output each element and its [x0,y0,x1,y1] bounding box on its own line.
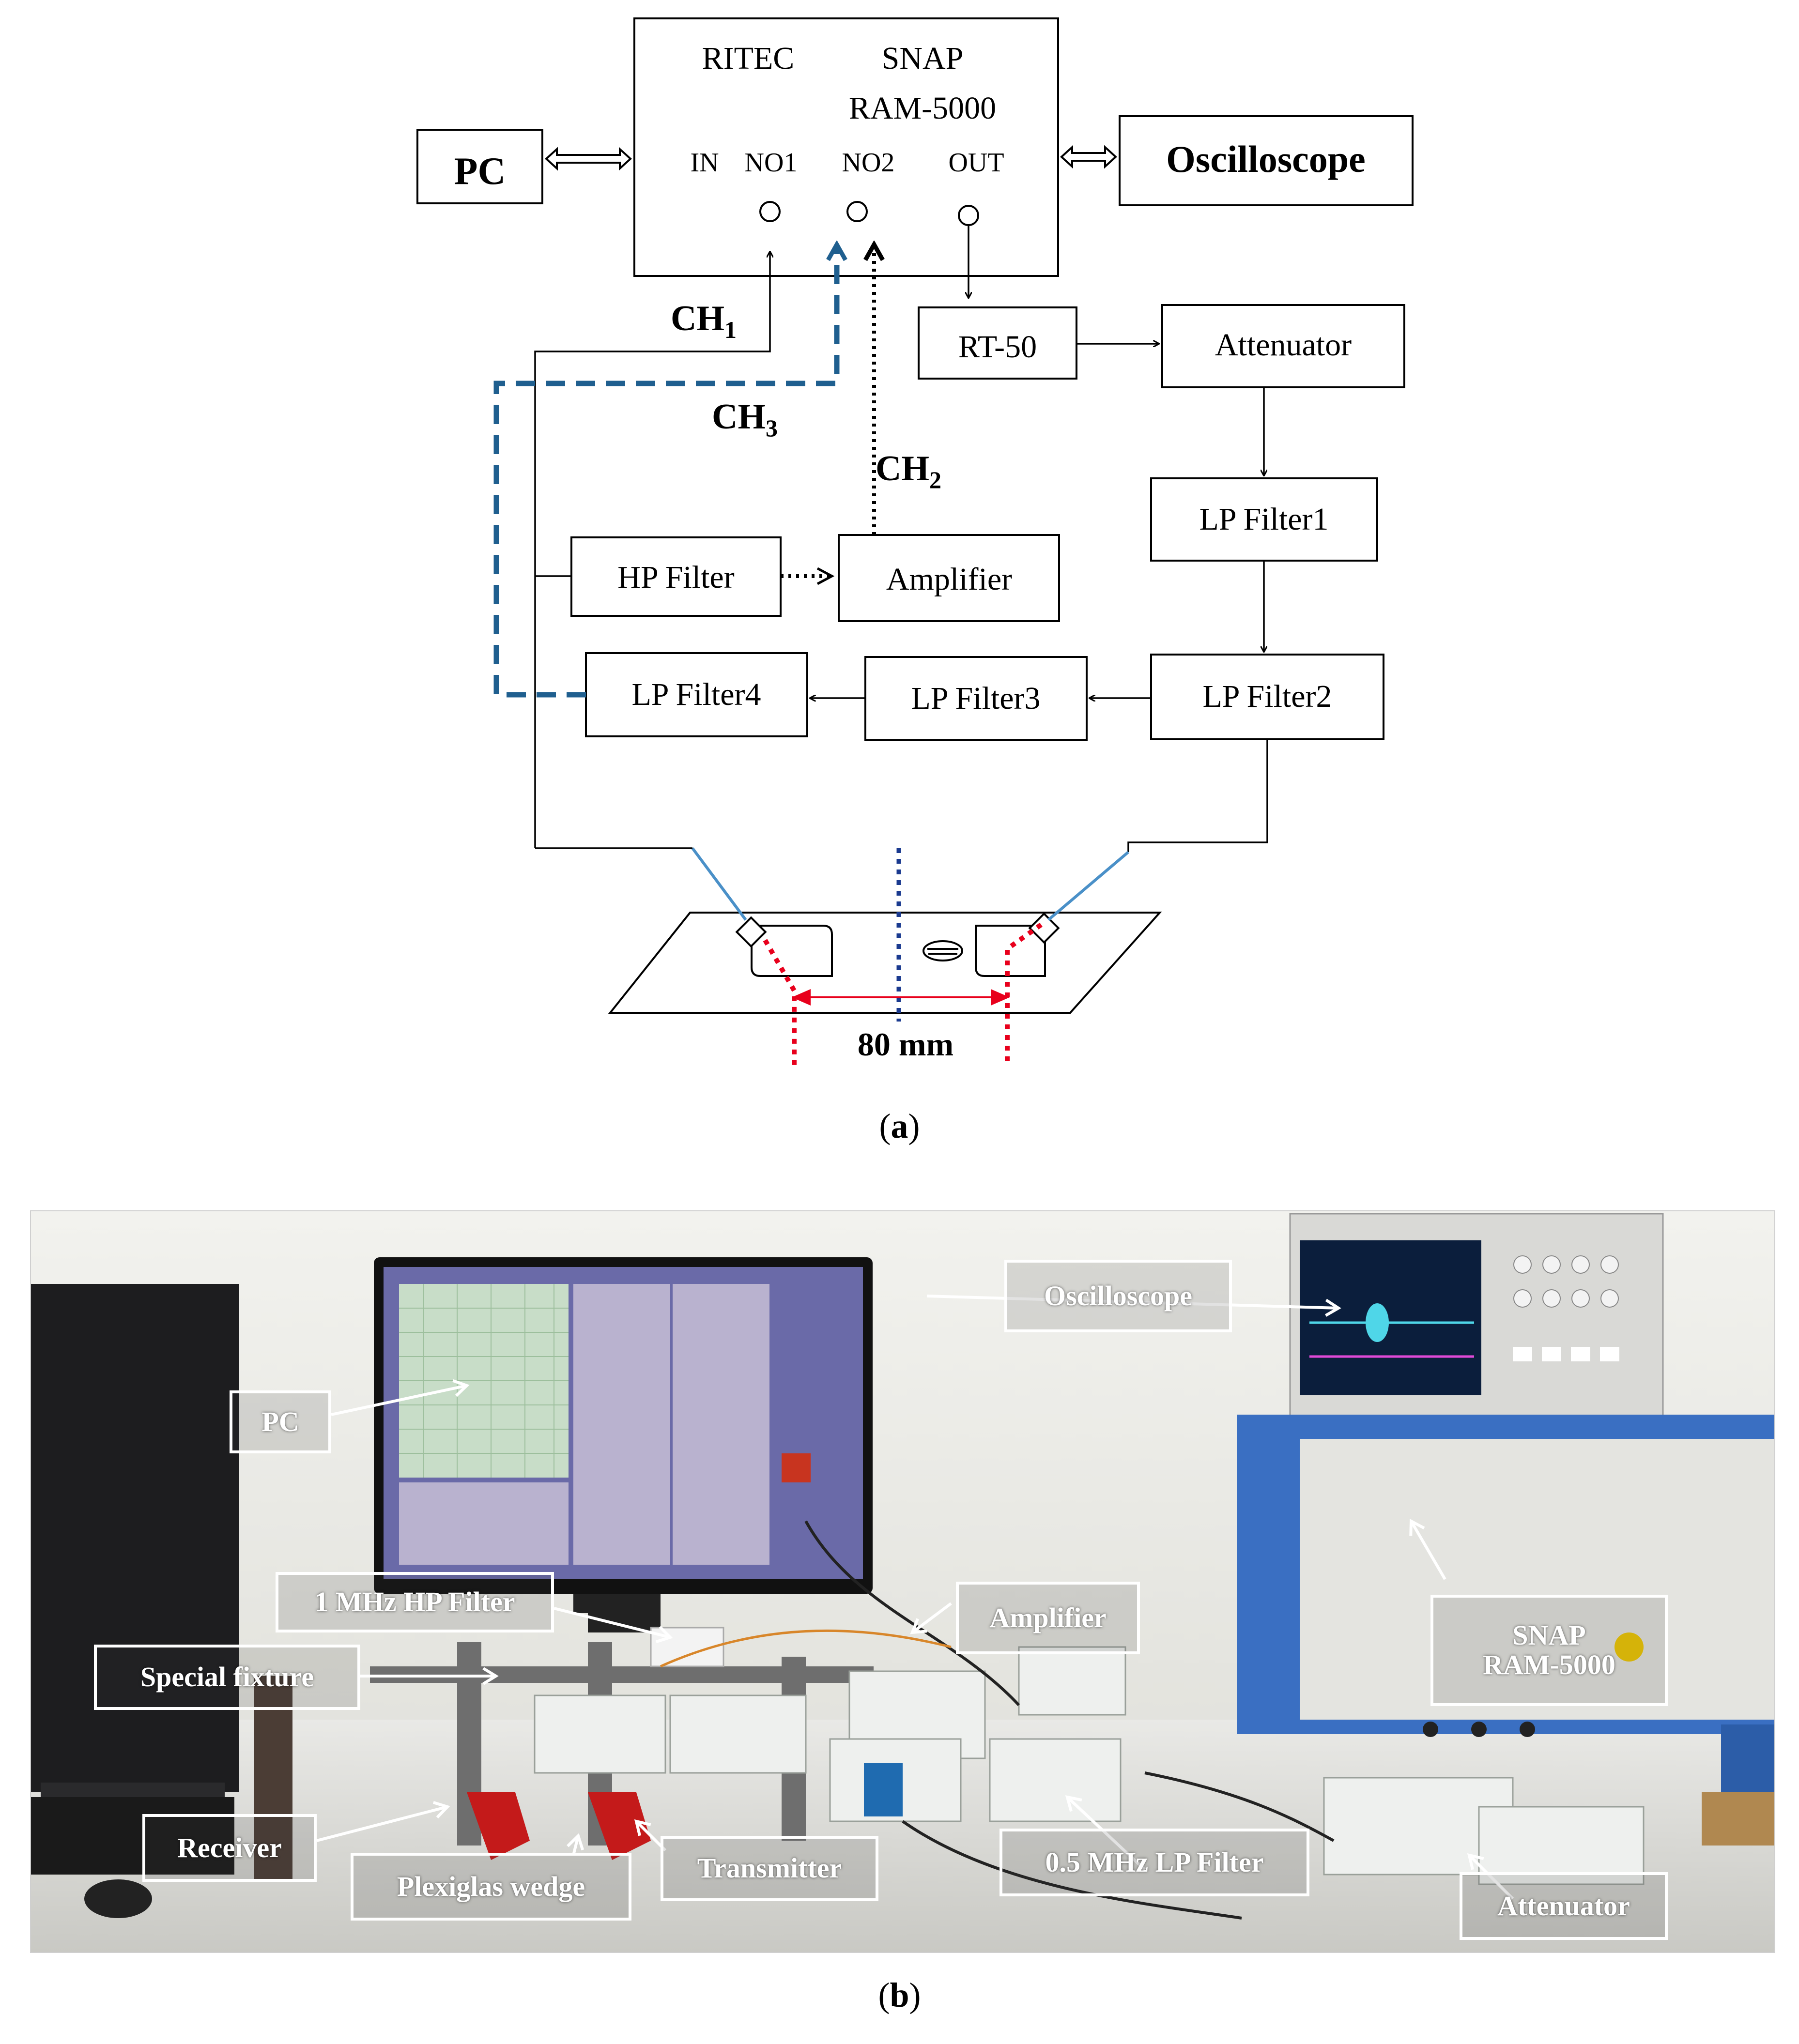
caption-a: (a) [879,1107,920,1145]
ritec-unit: RITEC SNAP RAM-5000 IN NO1 NO2 OUT [633,17,1059,277]
sensor-position-marks [763,922,1043,1065]
oscilloscope-link-arrow [1060,145,1117,169]
ritec-model-line2: RAM-5000 [849,91,996,126]
photo-label-pc: PC [230,1390,331,1453]
ch1-label: CH1 [671,299,737,343]
setup-block-diagram: RITEC SNAP RAM-5000 IN NO1 NO2 OUT PC Os… [416,17,1414,1065]
attenuator-block: Attenuator [1161,304,1405,388]
receiver-wedge-photo [467,1792,530,1860]
snap-line1: SNAP [1512,1619,1586,1651]
port-no2-label: NO2 [842,148,895,178]
photo-label-hp-filter: 1 MHz HP Filter [276,1572,554,1632]
svg-text:Oscilloscope: Oscilloscope [1166,138,1366,180]
ch2-label: CH2 [876,449,941,493]
port-no1-connector [759,201,781,222]
svg-text:LP Filter3: LP Filter3 [911,681,1040,716]
photo-label-oscilloscope: Oscilloscope [1004,1260,1232,1332]
rt50-block: RT-50 [918,306,1077,380]
svg-text:Attenuator: Attenuator [1215,327,1352,363]
receiver-sensor [735,916,767,948]
keyboard [31,1797,234,1875]
ch3-dashed-path [493,244,837,698]
svg-text:HP Filter: HP Filter [617,560,734,595]
amplifier-block: Amplifier [838,534,1060,622]
ritec-brand: RITEC [702,41,795,76]
photo-label-amplifier: Amplifier [956,1582,1140,1654]
defect-marker [923,940,963,961]
distance-arrow [792,989,1010,1006]
transmitter-wedge-photo [588,1792,651,1860]
ch3-label: CH3 [712,397,778,442]
photo-arrows [316,1295,1514,1900]
photo-label-lp-filter: 0.5 MHz LP Filter [999,1829,1309,1896]
photo-label-special-fixture: Special fixture [94,1645,360,1710]
photo-scene [31,1211,1774,1952]
signal-path-lines [534,225,1268,852]
pc-link-arrow [545,147,632,171]
snap-line2: RAM-5000 [1483,1649,1615,1680]
lp-filter4-block: LP Filter4 [585,652,808,737]
svg-text:Amplifier: Amplifier [886,562,1012,597]
photo-label-plexiglas-wedge: Plexiglas wedge [351,1853,631,1921]
port-out-label: OUT [948,148,1004,178]
port-no1-label: NO1 [745,148,798,178]
port-in-label: IN [690,148,719,178]
lp-filter3-block: LP Filter3 [864,656,1088,741]
distance-label: 80 mm [858,1026,953,1063]
port-out-connector [958,205,979,226]
filter-boxes [534,1646,1645,1885]
mouse [84,1879,152,1918]
ch2-dotted-path [781,244,874,585]
lab-setup-photo: Oscilloscope PC 1 MHz HP Filter Special … [30,1210,1775,1953]
svg-text:LP Filter1: LP Filter1 [1199,502,1328,537]
ritec-model-line1: SNAP [882,41,964,76]
svg-text:RT-50: RT-50 [958,329,1037,365]
photo-label-receiver: Receiver [142,1814,317,1882]
receiver-wedge [751,925,833,977]
probe-cables [691,847,1129,921]
photo-label-attenuator: Attenuator [1460,1872,1668,1940]
svg-text:LP Filter2: LP Filter2 [1202,679,1332,714]
transmitter-wedge [975,925,1046,977]
lp-filter1-block: LP Filter1 [1150,477,1378,562]
hp-filter-block: HP Filter [570,536,782,617]
caption-b: (b) [878,1976,921,2014]
photo-label-transmitter: Transmitter [661,1836,878,1901]
photo-label-snap-ram5000: SNAP RAM-5000 [1430,1595,1668,1706]
oscilloscope-block: Oscilloscope [1119,115,1414,206]
transmitter-sensor [1028,912,1060,944]
svg-text:PC: PC [454,150,506,193]
lp-filter2-block: LP Filter2 [1150,654,1384,740]
port-no2-connector [846,201,868,222]
svg-text:LP Filter4: LP Filter4 [631,677,761,712]
pc-block: PC [416,129,543,204]
